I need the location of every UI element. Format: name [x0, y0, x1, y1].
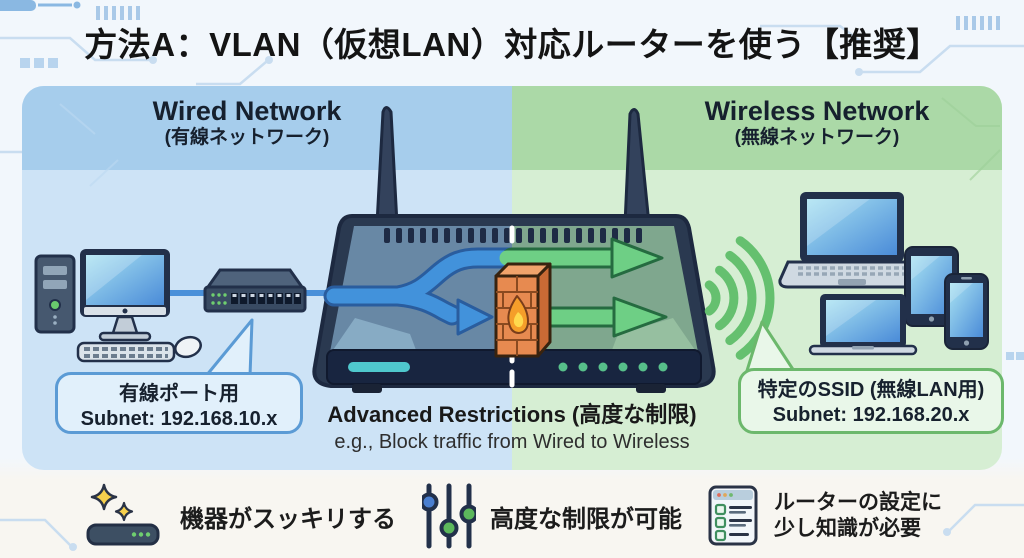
restrictions-example: e.g., Block traffic from Wired to Wirele… — [334, 430, 690, 453]
wired-subnet: Subnet: 192.168.10.x — [80, 408, 278, 430]
benefit-label-line1: ルーターの設定に — [774, 490, 942, 514]
wired-callout-line1: 有線ポート用 — [119, 383, 239, 405]
settings-window-icon — [708, 485, 758, 546]
wired-title-ja: (有線ネットワーク) — [164, 127, 330, 149]
sparkles-device-icon — [86, 483, 160, 546]
benefit-item-restrictions: 高度な制限が可能 — [422, 483, 682, 549]
wired-callout: 有線ポート用 Subnet: 192.168.10.x — [55, 372, 303, 434]
wireless-title-ja: (無線ネットワーク) — [734, 127, 900, 149]
wired-header-band: Wired Network (有線ネットワーク) — [22, 86, 512, 170]
wireless-callout: 特定のSSID (無線LAN用) Subnet: 192.168.20.x — [738, 368, 1004, 434]
wired-title: Wired Network — [152, 96, 342, 126]
page-title: 方法A：VLAN（仮想LAN）対応ルーターを使う【推奨】 — [84, 26, 940, 63]
benefits-row: 機器がスッキリする 高度な制限が可能 — [0, 474, 1024, 558]
sliders-icon — [422, 483, 476, 549]
wireless-title: Wireless Network — [704, 96, 930, 126]
restrictions-title: Advanced Restrictions (高度な制限) — [327, 402, 697, 427]
restrictions-caption: Advanced Restrictions (高度な制限) e.g., Bloc… — [0, 401, 1024, 455]
benefit-label: 機器がスッキリする — [180, 505, 396, 533]
benefit-label-line2: 少し知識が必要 — [774, 517, 921, 540]
benefit-label: ルーターの設定に 少し知識が必要 — [774, 490, 942, 543]
wireless-subnet: Subnet: 192.168.20.x — [772, 404, 970, 426]
benefit-label: 高度な制限が可能 — [490, 505, 682, 533]
wireless-callout-line1: 特定のSSID (無線LAN用) — [757, 379, 985, 401]
benefit-item-clean-devices: 機器がスッキリする — [82, 483, 396, 549]
wireless-header-band: Wireless Network (無線ネットワーク) — [512, 86, 1002, 170]
benefit-item-knowledge: ルーターの設定に 少し知識が必要 — [708, 485, 942, 547]
